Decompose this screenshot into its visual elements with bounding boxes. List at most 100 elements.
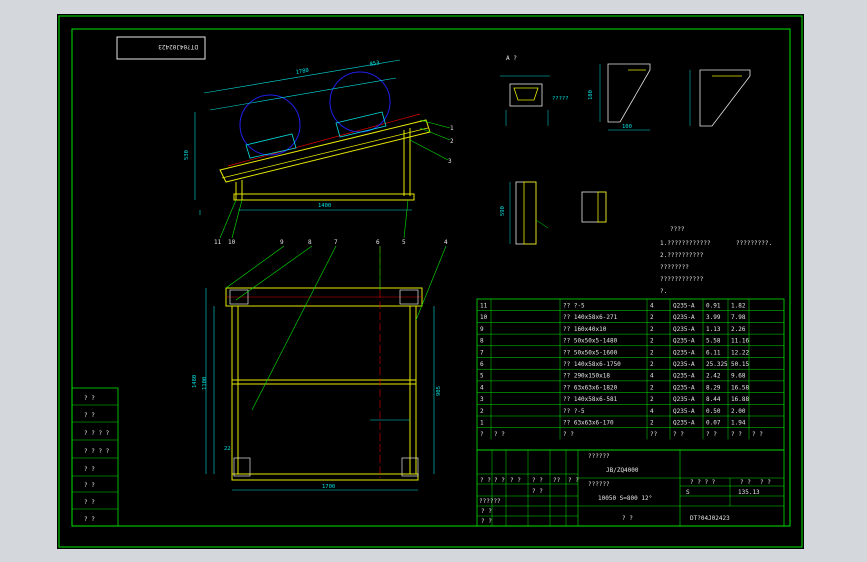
title-block: ? ? ? ? ? ? ? ? ?? ? ? ?????? ? ? ? ? ? … (476, 449, 785, 527)
detail-view-b: 180 100 (588, 63, 651, 131)
std-value: JB/ZQ4000 (606, 467, 639, 474)
bom-cell: 1.94 (731, 420, 746, 427)
side-strip-cell-5: ? ? (84, 466, 95, 473)
bom-header-cell: ? ? (752, 431, 763, 438)
bom-cell: 5.58 (706, 338, 721, 345)
bom-cell: 7 (480, 349, 484, 356)
bom-header-cell: ? ? (706, 431, 717, 438)
bom-cell: 2.00 (731, 408, 746, 415)
bom-cell: ?? ?-5 (563, 408, 585, 415)
bom-cell: ?? ?-5 (563, 303, 585, 310)
bom-cell: Q235-A (673, 303, 695, 310)
side-strip-cell-4: ? ? ? ? (84, 448, 110, 455)
bom-cell: 2 (650, 349, 654, 356)
balloon-10: 10 (228, 239, 236, 246)
bom-cell: 11.16 (731, 338, 749, 345)
bom-cell: 2.26 (731, 326, 746, 333)
side-plate-view: 590 (500, 181, 607, 245)
plan-balloon-6: 6 (376, 239, 380, 246)
detail-view-c (689, 69, 751, 127)
bom-cell: Q235-A (673, 373, 695, 380)
tech-req-line-4: ???????????? (660, 276, 704, 283)
bom-cell: 1 (480, 420, 484, 427)
bom-cell: 4 (650, 408, 654, 415)
bom-cell: 12.22 (731, 349, 749, 356)
bom-cell: ?? 140x58x6-271 (563, 314, 618, 321)
dim-plan-width: 1700 (322, 484, 335, 490)
plan-balloon-9: 9 (280, 239, 284, 246)
bom-cell: 2 (650, 326, 654, 333)
dim-left-height: 530 (184, 150, 190, 160)
bom-cell: Q235-A (673, 384, 695, 391)
bom-header-cell: ? ? (563, 431, 574, 438)
std-label: ?????? (588, 453, 610, 460)
bom-cell: 9.68 (731, 373, 746, 380)
tech-req-line-3: ???????? (660, 264, 689, 271)
balloon-1: 1 (450, 125, 454, 132)
rev-col-5: ?? (553, 477, 561, 484)
bom-cell: 10 (480, 314, 488, 321)
rev-col-2: ? ? (494, 477, 505, 484)
bom-cell: 8 (480, 338, 484, 345)
tech-req-line-2: 2.?????????? (660, 252, 704, 259)
side-strip-cell-1: ? ? (84, 395, 95, 402)
dim-top-right: 853 (369, 60, 380, 68)
bom-header-cell: ?? (650, 431, 658, 438)
bom-cell: 50.15 (731, 361, 749, 368)
bom-cell: Q235-A (673, 420, 695, 427)
balloon-2: 2 (450, 138, 454, 145)
bom-cell: 2.42 (706, 373, 721, 380)
role-row-1: ?????? (479, 498, 501, 505)
bom-cell: 2 (650, 396, 654, 403)
bom-cell: ?? 63x63x6-1820 (563, 384, 618, 391)
bom-cell: 16.88 (731, 396, 749, 403)
side-strip-cell-8: ? ? (84, 516, 95, 523)
rev-col-3: ? ? (510, 477, 521, 484)
bom-cell: Q235-A (673, 314, 695, 321)
role-row-2: ? ? (481, 508, 492, 515)
dim-detail-d: 100 (622, 124, 632, 130)
plan-balloon-4: 4 (444, 239, 448, 246)
name-label: ?????? (588, 481, 610, 488)
side-strip-cell-7: ? ? (84, 499, 95, 506)
balloon-3: 3 (448, 158, 452, 165)
bom-cell: 7.98 (731, 314, 746, 321)
bom-cell: Q235-A (673, 396, 695, 403)
bom-cell: Q235-A (673, 338, 695, 345)
role-row-4: ? ? (532, 488, 543, 495)
bom-cell: 8.44 (706, 396, 721, 403)
bom-cell: 2 (650, 338, 654, 345)
side-strip-cell-2: ? ? (84, 412, 95, 419)
bom-cell: 2 (650, 420, 654, 427)
bom-cell: 8.29 (706, 384, 721, 391)
side-strip: ? ? ? ? ? ? ? ? ? ? ? ? ? ? ? ? ? ? ? ? (71, 387, 119, 527)
rev-col-6: ? ? (568, 477, 579, 484)
stage-value: S (686, 489, 690, 496)
bom-cell: 11 (480, 303, 488, 310)
plan-view: 1480 1100 1700 905 22 9 8 7 6 4 (192, 239, 448, 491)
plan-balloon-7: 7 (334, 239, 338, 246)
sheet-outer-border (58, 15, 803, 548)
tech-req-line-5: ?. (660, 288, 667, 295)
plan-balloon-8: 8 (308, 239, 312, 246)
detail-small-label: ????? (552, 96, 569, 102)
bom-cell: 1.82 (731, 303, 746, 310)
bom-cell: Q235-A (673, 408, 695, 415)
product-name: 10050 S=800 12° (598, 495, 652, 502)
dim-plan-inner: 1100 (202, 377, 208, 390)
rev-col-4: ? ? (532, 477, 543, 484)
bom-cell: 6.11 (706, 349, 721, 356)
bom-header-cell: ? ? (731, 431, 742, 438)
bom-cell: 4 (480, 384, 484, 391)
drawing-code-text: DT?04J02423 (158, 43, 198, 50)
bom-cell: 0.50 (706, 408, 721, 415)
bom-cell: Q235-A (673, 326, 695, 333)
sheet-inner-border (71, 28, 791, 527)
bom-cell: 3 (480, 396, 484, 403)
bom-cell: Q235-A (673, 361, 695, 368)
dim-top-length: 1780 (295, 68, 309, 76)
rev-col-1: ? ? (480, 477, 491, 484)
bom-cell: 1.13 (706, 326, 721, 333)
balloon-11: 11 (214, 239, 222, 246)
mass-label: ? ? (740, 479, 751, 486)
